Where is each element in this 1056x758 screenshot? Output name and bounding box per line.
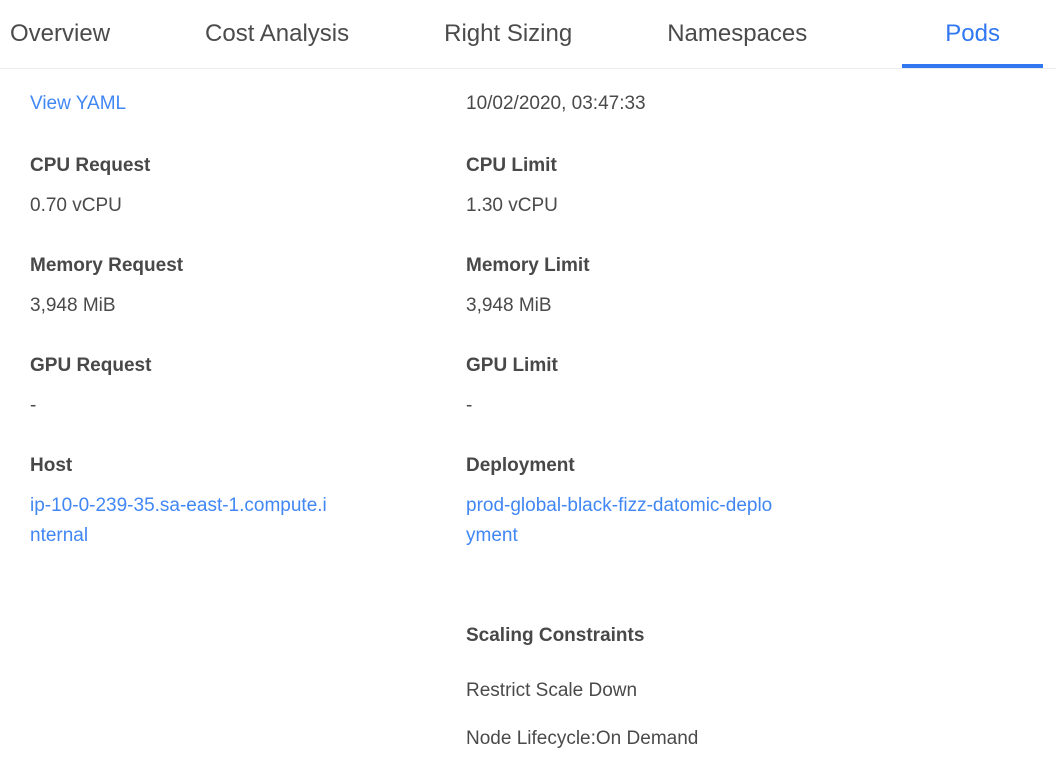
- scaling-constraints-section: Scaling Constraints Restrict Scale Down …: [466, 621, 698, 758]
- cpu-request-value: 0.70 vCPU: [30, 195, 122, 216]
- field-deployment: Deployment prod-global-black-fizz-datomi…: [466, 451, 778, 551]
- tab-cost-analysis[interactable]: Cost Analysis: [205, 20, 350, 47]
- tab-namespaces[interactable]: Namespaces: [667, 20, 808, 47]
- scaling-constraints-label: Scaling Constraints: [466, 625, 645, 646]
- memory-request-value: 3,948 MiB: [30, 295, 116, 316]
- field-cpu-request: CPU Request 0.70 vCPU: [30, 151, 150, 220]
- field-host: Host ip-10-0-239-35.sa-east-1.compute.in…: [30, 451, 330, 551]
- deployment-link[interactable]: prod-global-black-fizz-datomic-deploymen…: [466, 495, 773, 546]
- field-gpu-request: GPU Request -: [30, 351, 151, 420]
- tab-pods[interactable]: Pods: [902, 0, 1043, 68]
- memory-limit-label: Memory Limit: [466, 255, 590, 276]
- host-label: Host: [30, 455, 73, 476]
- details-right-column: 10/02/2020, 03:47:33 CPU Limit 1.30 vCPU…: [466, 90, 1056, 758]
- pod-details-panel: View YAML CPU Request 0.70 vCPU Memory R…: [0, 69, 1056, 758]
- field-cpu-limit: CPU Limit 1.30 vCPU: [466, 151, 558, 220]
- gpu-request-value: -: [30, 395, 37, 416]
- scaling-constraint-restrict-scale-down: Restrict Scale Down: [466, 680, 638, 701]
- cpu-limit-value: 1.30 vCPU: [466, 195, 558, 216]
- field-gpu-limit: GPU Limit -: [466, 351, 558, 420]
- gpu-request-label: GPU Request: [30, 355, 152, 376]
- cpu-request-label: CPU Request: [30, 155, 151, 176]
- field-memory-request: Memory Request 3,948 MiB: [30, 251, 183, 320]
- gpu-limit-value: -: [466, 395, 473, 416]
- memory-request-label: Memory Request: [30, 255, 184, 276]
- scaling-constraint-node-lifecycle: Node Lifecycle:On Demand: [466, 728, 699, 749]
- details-left-column: View YAML CPU Request 0.70 vCPU Memory R…: [30, 90, 466, 758]
- tab-overview[interactable]: Overview: [10, 20, 111, 47]
- timestamp: 10/02/2020, 03:47:33: [466, 93, 646, 114]
- deployment-label: Deployment: [466, 455, 575, 476]
- field-memory-limit: Memory Limit 3,948 MiB: [466, 251, 590, 320]
- memory-limit-value: 3,948 MiB: [466, 295, 552, 316]
- cpu-limit-label: CPU Limit: [466, 155, 557, 176]
- tab-bar: Overview Cost Analysis Right Sizing Name…: [0, 0, 1056, 69]
- gpu-limit-label: GPU Limit: [466, 355, 558, 376]
- host-link[interactable]: ip-10-0-239-35.sa-east-1.compute.interna…: [30, 495, 327, 546]
- view-yaml-link[interactable]: View YAML: [30, 93, 127, 114]
- tab-right-sizing[interactable]: Right Sizing: [444, 20, 573, 47]
